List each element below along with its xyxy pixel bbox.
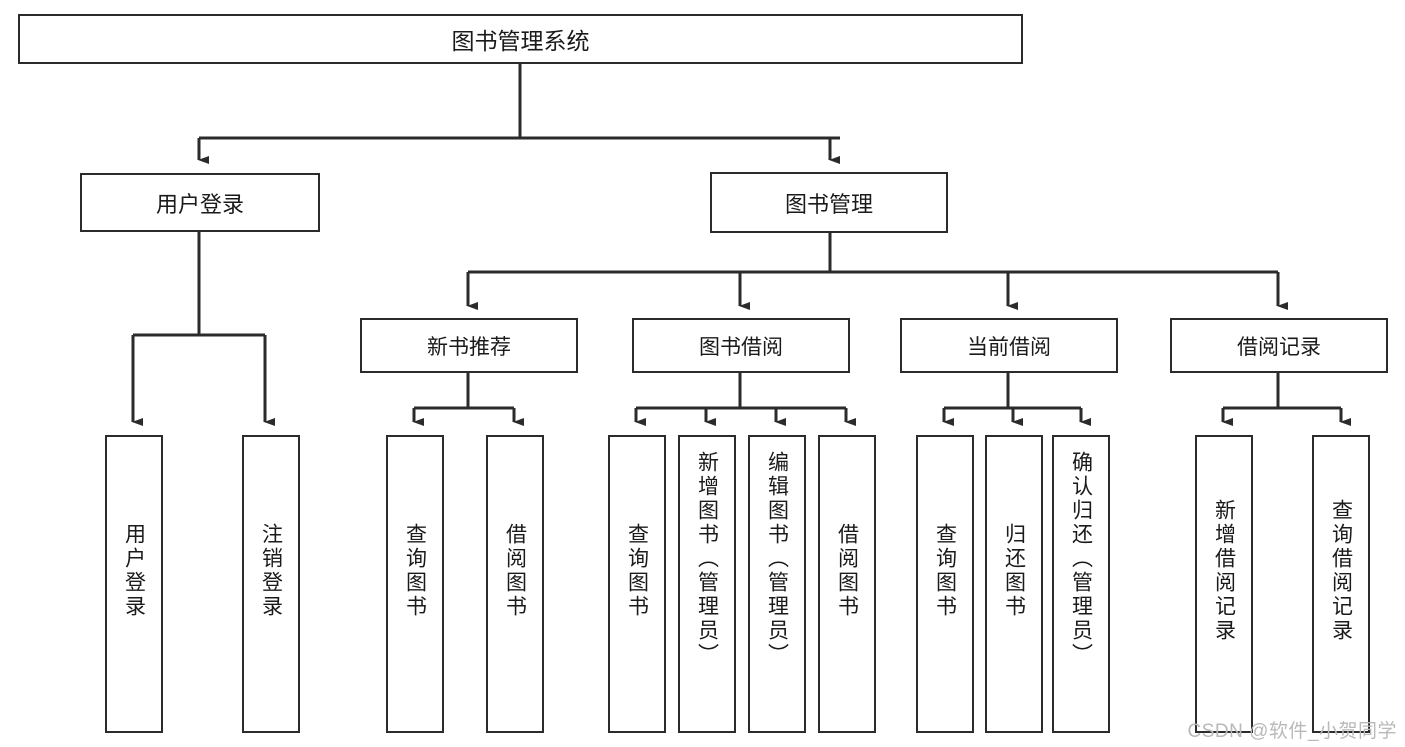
- leaf-book-borrow-query[interactable]: 查询图书: [608, 435, 666, 733]
- node-label: 借阅记录: [1237, 335, 1321, 359]
- node-book-management[interactable]: 图书管理: [710, 172, 948, 233]
- node-label: 编辑图书（管理员）: [765, 451, 789, 667]
- node-borrow-record[interactable]: 借阅记录: [1170, 318, 1388, 373]
- leaf-borrow-record-add[interactable]: 新增借阅记录: [1195, 435, 1253, 733]
- node-label: 新增图书（管理员）: [695, 451, 719, 667]
- node-label: 查询图书: [933, 523, 957, 619]
- leaf-new-book-borrow[interactable]: 借阅图书: [486, 435, 544, 733]
- node-book-borrow[interactable]: 图书借阅: [632, 318, 850, 373]
- leaf-current-borrow-return[interactable]: 归还图书: [985, 435, 1043, 733]
- node-label: 当前借阅: [967, 335, 1051, 359]
- node-new-book-recommend[interactable]: 新书推荐: [360, 318, 578, 373]
- node-label: 用户登录: [122, 523, 146, 619]
- node-label: 确认归还（管理员）: [1069, 451, 1093, 667]
- node-label: 图书管理: [784, 191, 873, 217]
- node-root-system[interactable]: 图书管理系统: [18, 14, 1023, 64]
- leaf-user-login-signout[interactable]: 注销登录: [242, 435, 300, 733]
- node-label: 借阅图书: [503, 523, 527, 619]
- node-label: 归还图书: [1002, 523, 1026, 619]
- node-label: 查询图书: [625, 523, 649, 619]
- leaf-current-borrow-confirm-return[interactable]: 确认归还（管理员）: [1052, 435, 1110, 733]
- node-label: 借阅图书: [835, 523, 859, 619]
- node-label: 新书推荐: [427, 335, 511, 359]
- node-label: 注销登录: [259, 523, 283, 619]
- leaf-book-borrow-lend[interactable]: 借阅图书: [818, 435, 876, 733]
- node-label: 查询借阅记录: [1329, 499, 1353, 643]
- leaf-book-borrow-add[interactable]: 新增图书（管理员）: [678, 435, 736, 733]
- node-label: 图书借阅: [699, 335, 783, 359]
- node-user-login[interactable]: 用户登录: [80, 173, 320, 232]
- leaf-borrow-record-query[interactable]: 查询借阅记录: [1312, 435, 1370, 733]
- leaf-book-borrow-edit[interactable]: 编辑图书（管理员）: [748, 435, 806, 733]
- node-label: 查询图书: [403, 523, 427, 619]
- node-label: 图书管理系统: [451, 28, 590, 54]
- leaf-new-book-query[interactable]: 查询图书: [386, 435, 444, 733]
- leaf-current-borrow-query[interactable]: 查询图书: [916, 435, 974, 733]
- node-current-borrow[interactable]: 当前借阅: [900, 318, 1118, 373]
- leaf-user-login-signin[interactable]: 用户登录: [105, 435, 163, 733]
- node-label: 用户登录: [155, 191, 244, 217]
- node-label: 新增借阅记录: [1212, 499, 1236, 643]
